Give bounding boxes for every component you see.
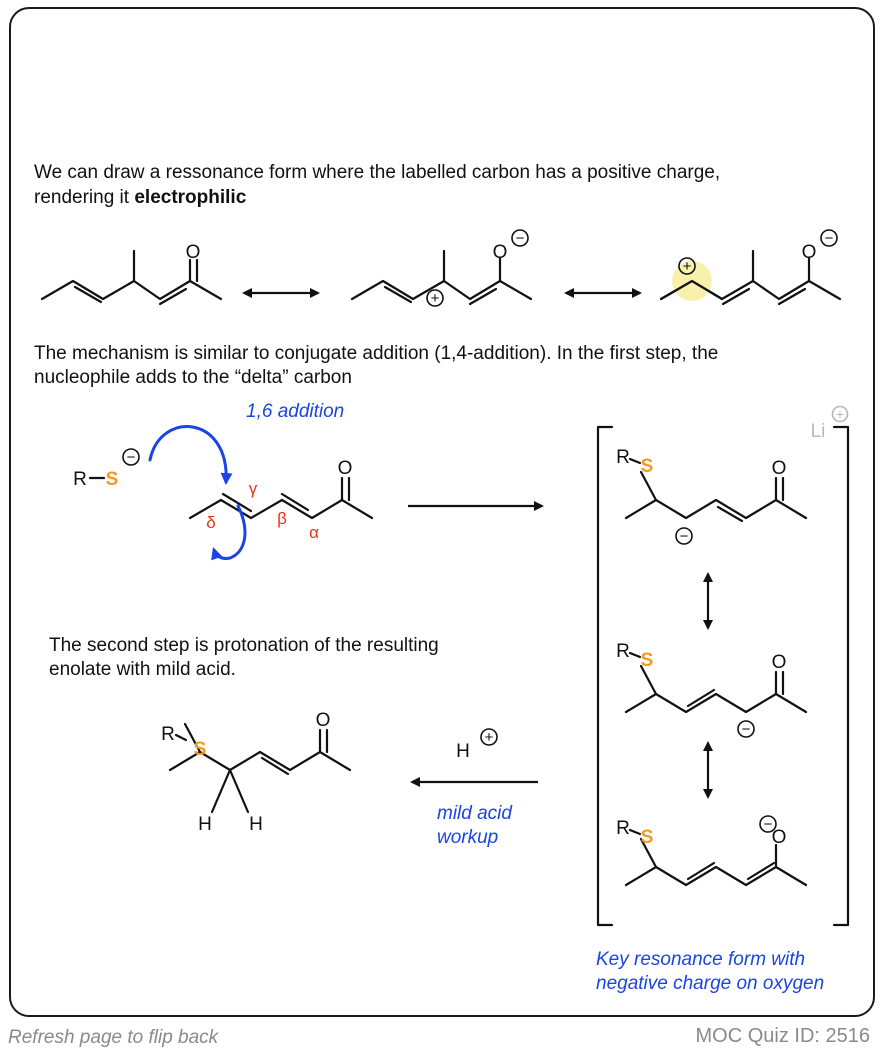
svg-text:+: + bbox=[683, 258, 692, 275]
svg-text:−: − bbox=[680, 528, 689, 545]
svg-text:+: + bbox=[836, 406, 844, 422]
r-group: R bbox=[616, 641, 630, 662]
dienone-molecule-1 bbox=[40, 249, 223, 306]
proton-h: H bbox=[456, 741, 470, 762]
svg-text:−: − bbox=[742, 721, 751, 738]
oxygen-atom: O bbox=[186, 242, 201, 263]
negative-charge bbox=[737, 720, 755, 738]
proton-positive-charge bbox=[480, 728, 498, 746]
quiz-card bbox=[9, 7, 875, 1017]
svg-text:−: − bbox=[127, 449, 136, 466]
svg-text:+: + bbox=[431, 290, 440, 307]
r-group: R bbox=[616, 447, 630, 468]
workup-line-2: workup bbox=[437, 827, 499, 848]
oxygen-atom: O bbox=[772, 827, 787, 848]
r-group: R bbox=[616, 818, 630, 839]
intro-line-1: We can draw a ressonance form where the … bbox=[34, 162, 721, 183]
svg-text:−: − bbox=[825, 230, 834, 247]
sulfur-atom: S bbox=[106, 469, 119, 490]
product-molecule bbox=[168, 722, 352, 814]
protonation-line-2: enolate with mild acid. bbox=[49, 659, 236, 680]
intro-line-2-bold: electrophilic bbox=[134, 187, 247, 208]
svg-text:+: + bbox=[485, 729, 494, 746]
alpha-label: α bbox=[309, 523, 319, 542]
left-bracket bbox=[596, 425, 614, 927]
key-form-line-2: negative charge on oxygen bbox=[596, 973, 825, 994]
bracket-structure-2 bbox=[624, 664, 808, 714]
quiz-id: MOC Quiz ID: 2516 bbox=[695, 1025, 870, 1047]
negative-charge bbox=[511, 229, 529, 247]
svg-text:−: − bbox=[764, 816, 773, 833]
bracket-structure-3 bbox=[624, 837, 808, 887]
lithium-counterion: Li bbox=[811, 421, 826, 442]
trienone-substrate bbox=[188, 476, 374, 520]
right-bracket bbox=[832, 425, 850, 927]
positive-charge bbox=[426, 289, 444, 307]
key-form-line-1: Key resonance form with bbox=[596, 949, 806, 970]
r-group: R bbox=[73, 469, 87, 490]
negative-charge bbox=[759, 815, 777, 833]
dienone-molecule-2 bbox=[350, 249, 533, 306]
gamma-label: γ bbox=[249, 479, 258, 498]
negative-charge bbox=[820, 229, 838, 247]
oxygen-atom: O bbox=[772, 652, 787, 673]
sulfur-atom: S bbox=[194, 739, 207, 760]
intro-line-2-plain: rendering it bbox=[34, 187, 135, 208]
bracket-structure-1 bbox=[624, 470, 808, 523]
positive-charge bbox=[678, 257, 696, 275]
addition-label: 1,6 addition bbox=[246, 401, 345, 422]
mechanism-line-1: The mechanism is similar to conjugate ad… bbox=[34, 343, 719, 364]
workup-line-1: mild acid bbox=[437, 803, 512, 824]
refresh-hint: Refresh page to flip back bbox=[8, 1027, 219, 1048]
oxygen-atom: O bbox=[493, 242, 508, 263]
negative-charge bbox=[675, 527, 693, 545]
sulfur-atom: S bbox=[641, 650, 654, 671]
protonation-line-1: The second step is protonation of the re… bbox=[49, 635, 439, 656]
sulfur-atom: S bbox=[641, 827, 654, 848]
r-group: R bbox=[161, 724, 175, 745]
intro-line-2: rendering it electrophilic bbox=[34, 186, 246, 210]
hydrogen-atom: H bbox=[198, 814, 212, 835]
hydrogen-atom: H bbox=[249, 814, 263, 835]
oxygen-atom: O bbox=[316, 710, 331, 731]
pi-bond-shift-arrow bbox=[211, 504, 247, 561]
delta-label: δ bbox=[206, 513, 215, 532]
oxygen-atom: O bbox=[338, 458, 353, 479]
sulfur-atom: S bbox=[641, 456, 654, 477]
beta-label: β bbox=[277, 509, 287, 528]
nucleophile-attack-arrow bbox=[148, 425, 233, 485]
svg-text:−: − bbox=[516, 230, 525, 247]
lithium-plus-charge: + bbox=[831, 405, 849, 423]
oxygen-atom: O bbox=[772, 458, 787, 479]
mechanism-line-2: nucleophile adds to the “delta” carbon bbox=[34, 367, 352, 388]
negative-charge bbox=[122, 448, 140, 466]
oxygen-atom: O bbox=[802, 242, 817, 263]
